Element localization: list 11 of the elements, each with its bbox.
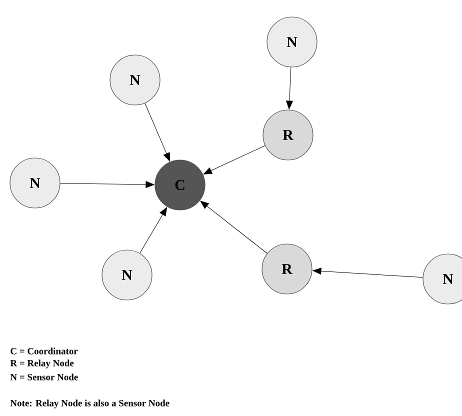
legend-text: N = Sensor Node [10, 374, 78, 380]
legend-text: Note: Relay Node is also a Sensor Node [10, 400, 170, 408]
arrow [60, 181, 154, 188]
legend-text: C = Coordinator [10, 348, 78, 354]
arrow [144, 103, 170, 162]
legend-text: R = Relay Node [10, 360, 74, 368]
arrow [312, 268, 423, 278]
arrow [140, 207, 168, 254]
arrow [203, 145, 266, 174]
arrow [286, 67, 293, 110]
arrow [200, 200, 268, 254]
